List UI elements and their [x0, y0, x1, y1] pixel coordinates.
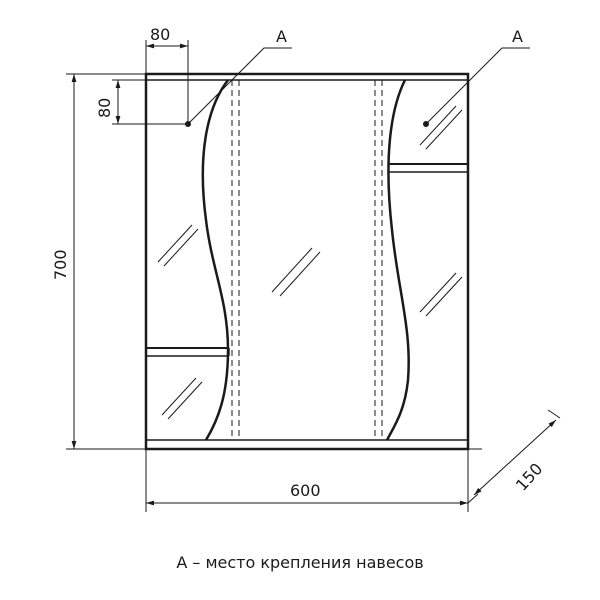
dim-depth: [467, 409, 561, 504]
dim-width-label: 600: [290, 481, 321, 500]
dim-offset-x: [145, 40, 189, 124]
dim-depth-label: 150: [512, 459, 547, 494]
dim-offset-y: [112, 79, 188, 125]
hidden-edges: [231, 80, 383, 440]
caption: А – место крепления навесов: [176, 553, 424, 572]
label-a-left: A: [276, 27, 287, 46]
label-a-right: A: [512, 27, 523, 46]
dim-width: [145, 449, 469, 512]
dim-offset-y-label: 80: [95, 98, 114, 118]
leader-left: [187, 47, 292, 125]
right-door-curve: [385, 79, 410, 441]
right-shelf: [388, 163, 468, 173]
leader-right: [425, 47, 530, 125]
left-shelf: [146, 347, 230, 357]
mirror-reflections: [157, 105, 463, 420]
left-door-curve: [201, 79, 230, 441]
dim-height-label: 700: [51, 249, 70, 280]
dim-offset-x-label: 80: [150, 25, 170, 44]
cabinet-frame: [144, 72, 470, 451]
dim-height: [66, 73, 146, 450]
